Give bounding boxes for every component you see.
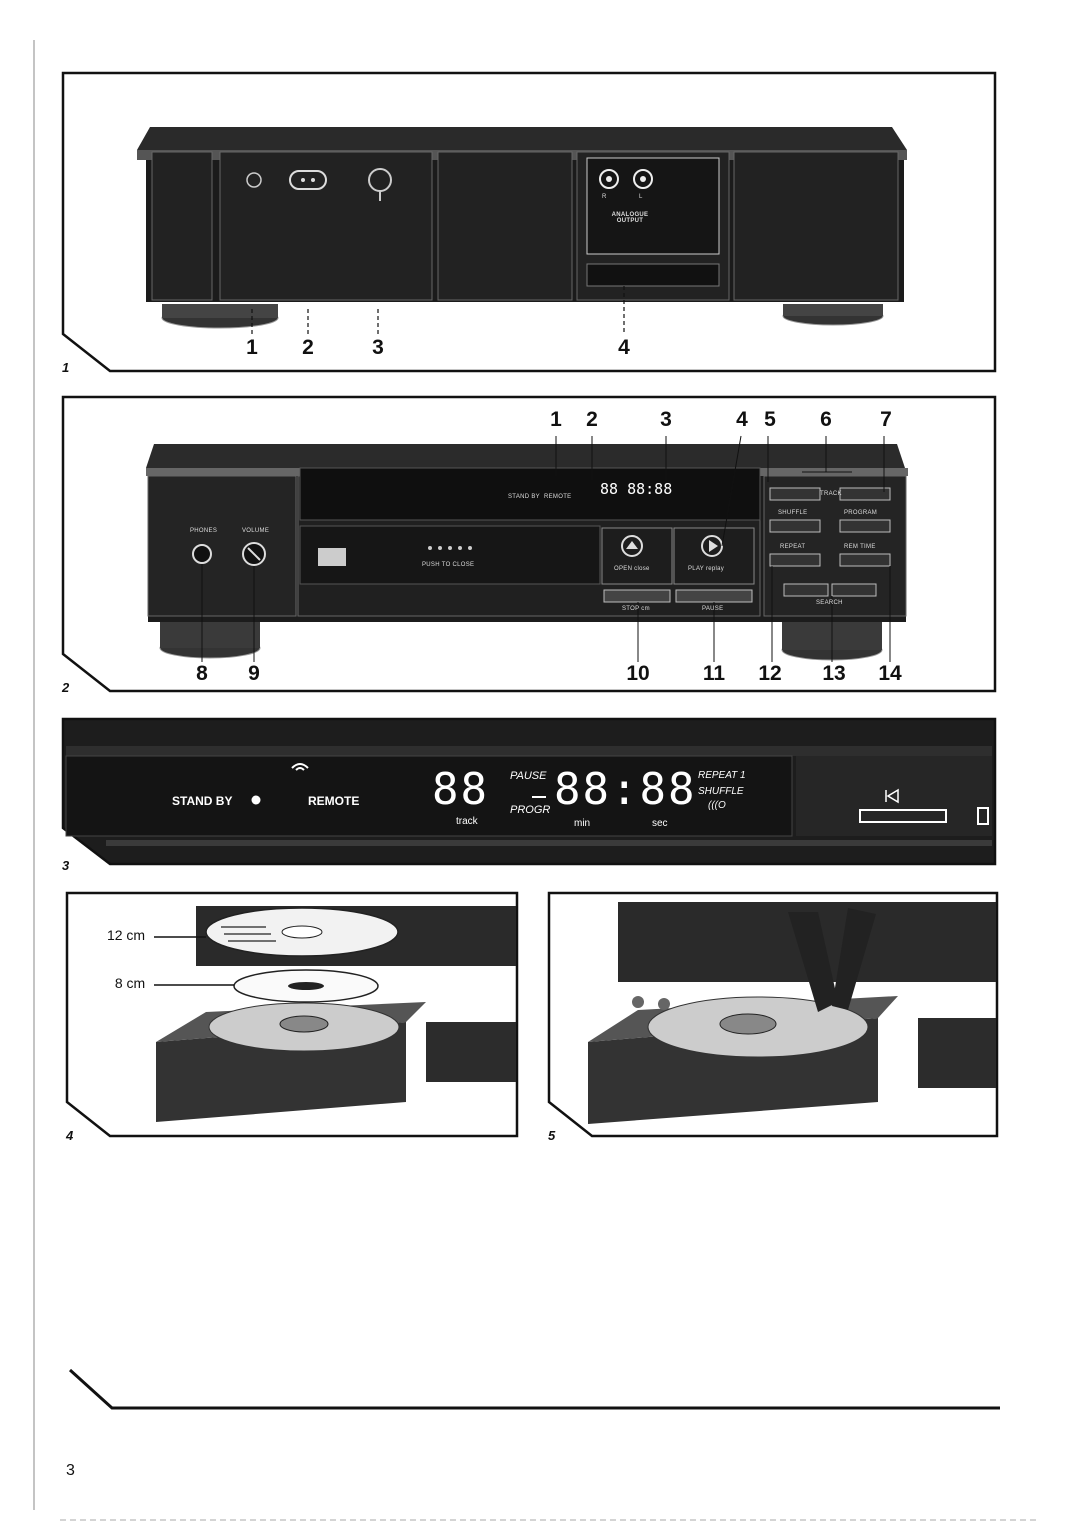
shuffle-label: SHUFFLE xyxy=(778,510,808,516)
figure-number: 4 xyxy=(66,1128,74,1143)
figure-number: 3 xyxy=(62,858,70,873)
figure-5 xyxy=(547,891,999,1138)
time-digits: 88:88 xyxy=(554,764,697,815)
callout-9: 9 xyxy=(248,662,260,685)
progr-indicator: PROGR xyxy=(510,804,551,816)
callout-4: 4 xyxy=(736,408,748,431)
callout-13: 13 xyxy=(822,662,846,685)
callout-14: 14 xyxy=(878,662,902,685)
stand-by-label: STAND BY xyxy=(172,794,233,808)
callout-1: 1 xyxy=(246,336,258,359)
stand-by-label: STAND BY xyxy=(508,494,540,500)
push-to-close-label: PUSH TO CLOSE xyxy=(422,562,475,568)
callout-4: 4 xyxy=(618,336,630,359)
pause-label: PAUSE xyxy=(702,606,724,612)
open-close-label: OPEN close xyxy=(614,566,650,572)
callout-7: 7 xyxy=(880,408,892,431)
callout-6: 6 xyxy=(820,408,832,431)
callout-1: 1 xyxy=(550,408,562,431)
figure-3: STAND BY REMOTE 88 PAUSE PROGR 88:88 REP… xyxy=(61,717,997,866)
callout-5: 5 xyxy=(764,408,776,431)
disc-size-8cm: 8 cm xyxy=(114,975,146,991)
figure-number: 5 xyxy=(548,1128,556,1143)
jack-r-label: R xyxy=(602,194,607,200)
figure-number: 1 xyxy=(62,360,70,375)
disc-size-12cm: 12 cm xyxy=(106,927,146,943)
display-panel-illustration xyxy=(61,717,997,866)
figure-number: 2 xyxy=(62,680,70,695)
rem-time-label: REM TIME xyxy=(844,544,876,550)
figure-4: 12 cm 8 cm xyxy=(65,891,519,1138)
callout-2: 2 xyxy=(302,336,314,359)
cd-player-front-illustration xyxy=(146,435,908,662)
callout-3: 3 xyxy=(660,408,672,431)
callout-3: 3 xyxy=(372,336,384,359)
program-label: PROGRAM xyxy=(844,510,878,516)
cd-player-rear-illustration xyxy=(137,127,907,334)
track-digits: 88 xyxy=(432,764,489,815)
callout-12: 12 xyxy=(758,662,782,685)
volume-label: VOLUME xyxy=(242,528,270,534)
remote-label: REMOTE xyxy=(544,494,572,500)
display-digits: 88 88:88 xyxy=(600,480,673,498)
search-label: SEARCH xyxy=(816,600,843,606)
callout-10: 10 xyxy=(626,662,650,685)
repeat-label: REPEAT xyxy=(780,544,806,550)
analogue-output-label: ANALOGUE OUTPUT xyxy=(611,212,649,224)
callout-11: 11 xyxy=(702,662,726,685)
track-label: TRACK xyxy=(820,491,842,497)
figure-2-frame xyxy=(61,395,997,693)
remote-label: REMOTE xyxy=(308,794,360,808)
figure-1: R L ANALOGUE OUTPUT 1 2 3 4 xyxy=(61,71,997,373)
ir-indicator-icon: (((O xyxy=(708,800,726,811)
callout-8: 8 xyxy=(196,662,208,685)
phones-label: PHONES xyxy=(190,528,218,534)
figure-1-frame xyxy=(61,71,997,373)
pause-indicator: PAUSE xyxy=(510,770,547,782)
play-replay-label: PLAY replay xyxy=(688,566,725,572)
callout-2: 2 xyxy=(586,408,598,431)
repeat-indicator: REPEAT 1 xyxy=(698,770,746,781)
shuffle-indicator: SHUFFLE xyxy=(698,786,744,797)
min-unit: min xyxy=(574,818,591,829)
page-number: 3 xyxy=(66,1462,75,1479)
stop-label: STOP cm xyxy=(622,606,650,612)
disc-loading-illustration xyxy=(65,891,519,1138)
disc-in-tray-illustration xyxy=(547,891,999,1138)
sec-unit: sec xyxy=(652,818,668,829)
jack-l-label: L xyxy=(639,194,643,200)
track-unit: track xyxy=(456,816,478,827)
figure-2: PHONES VOLUME PUSH TO CLOSE STAND BY REM… xyxy=(61,395,997,693)
